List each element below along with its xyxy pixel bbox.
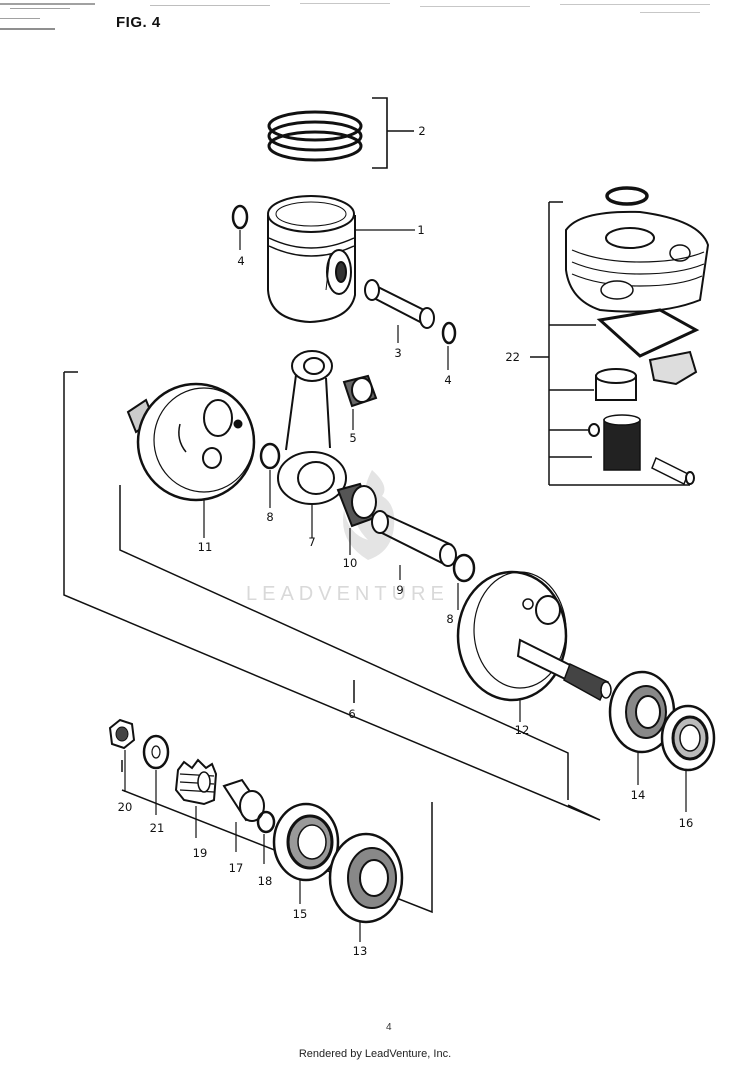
callout-thrust-washer-left: 8 — [266, 510, 273, 524]
bearing-right — [608, 670, 676, 785]
washer — [142, 734, 170, 815]
connecting-rod — [277, 350, 347, 538]
piston-circlip-left — [231, 204, 249, 250]
figure-label: FIG. 4 — [116, 14, 161, 31]
callout-crank-half-right: 12 — [515, 723, 530, 737]
callout-crank-pin: 9 — [396, 583, 403, 597]
cylinder-gasket-set — [530, 186, 710, 486]
callout-spacer: 17 — [229, 861, 244, 875]
page-number: 4 — [386, 1022, 392, 1033]
primary-drive-gear — [174, 758, 218, 838]
callout-piston-circlip-left: 4 — [237, 254, 244, 268]
callout-piston-circlip-right: 4 — [444, 373, 451, 387]
bracket-piston-rings — [372, 97, 414, 169]
spacer — [222, 778, 266, 852]
callout-small-end-bearing: 5 — [349, 431, 356, 445]
crank-half-left — [126, 382, 256, 538]
watermark-text: LEADVENTURE — [246, 583, 449, 605]
callout-big-end-bearing: 10 — [343, 556, 358, 570]
callout-oil-seal-left: 15 — [293, 907, 308, 921]
piston-circlip-right — [441, 321, 457, 370]
callout-primary-drive-gear: 19 — [193, 846, 208, 860]
piston-pin — [364, 279, 435, 343]
o-ring — [256, 810, 276, 864]
crank-half-right — [456, 570, 612, 722]
callout-bearing-left: 13 — [353, 944, 368, 958]
callout-thrust-washer-right: 8 — [446, 612, 453, 626]
callout-cylinder-gasket-set: 22 — [505, 350, 520, 364]
bracket-lower-assembly — [121, 760, 433, 914]
scan-noise — [0, 3, 710, 30]
bearing-left — [328, 832, 404, 942]
callout-washer: 21 — [150, 821, 165, 835]
callout-bearing-right: 14 — [631, 788, 646, 802]
callout-piston: 1 — [417, 223, 424, 237]
callout-connecting-rod: 7 — [308, 535, 315, 549]
footer-credit: Rendered by LeadVenture, Inc. — [298, 1048, 452, 1060]
crank-pin — [371, 510, 457, 580]
oil-seal-left — [272, 802, 340, 904]
small-end-bearing — [342, 374, 378, 430]
thrust-washer-left — [259, 442, 281, 508]
bracket-crankshaft-assembly — [63, 371, 601, 821]
callout-o-ring: 18 — [258, 874, 273, 888]
thrust-washer-right — [452, 553, 476, 610]
piston-rings — [267, 110, 363, 162]
oil-seal-right — [660, 704, 716, 812]
nut — [108, 718, 136, 792]
callout-crankshaft-assembly: 6 — [348, 707, 355, 721]
callout-nut: 20 — [118, 800, 133, 814]
callout-crank-half-left: 11 — [198, 540, 213, 554]
callout-piston-pin: 3 — [394, 346, 401, 360]
piston — [267, 195, 356, 324]
big-end-bearing — [336, 482, 377, 555]
callout-piston-rings: 2 — [418, 124, 425, 138]
callout-oil-seal-right: 16 — [679, 816, 694, 830]
